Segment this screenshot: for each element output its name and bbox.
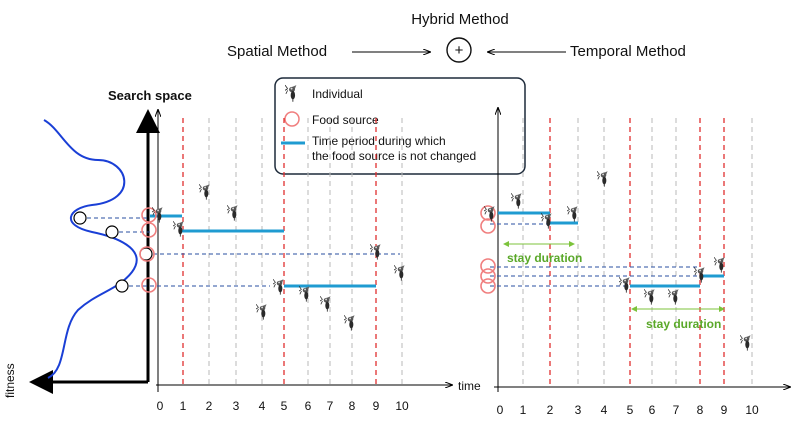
svg-text:+: + [455,42,464,59]
right-tick-3: 3 [575,403,582,417]
stay-duration-label-1: stay duration [507,251,582,265]
fitness-landscape-curve [43,119,138,379]
left-individuals [152,183,405,331]
left-tick-10: 10 [395,399,409,413]
legend-individual: Individual [312,87,363,101]
search-space-label: Search space [108,88,192,103]
legend: Individual Food source Time period durin… [274,77,526,175]
plus-circle-icon: + [446,37,472,63]
left-tick-5: 5 [281,399,288,413]
right-tick-1: 1 [520,403,527,417]
time-label: time [458,379,481,393]
left-tick-2: 2 [206,399,213,413]
hybrid-method-title: Hybrid Method [411,11,509,28]
right-tick-7: 7 [673,403,680,417]
left-food-sources [139,207,157,293]
right-tick-2: 2 [547,403,554,417]
left-tick-8: 8 [349,399,356,413]
fitness-label: fitness [3,363,17,398]
right-time-ticks: 0 1 2 3 4 5 6 7 8 9 10 [497,403,759,417]
left-time-ticks: 0 1 2 3 4 5 6 7 8 9 10 [157,399,409,413]
food-source-icon [284,111,300,127]
left-tick-7: 7 [327,399,334,413]
right-tick-8: 8 [697,403,704,417]
right-food-sources [480,205,496,294]
right-tick-0: 0 [497,403,504,417]
right-tick-4: 4 [601,403,608,417]
temporal-method-label: Temporal Method [570,43,686,60]
legend-time-period-line1: Time period during which [312,134,446,148]
stay-duration-label-2: stay duration [646,317,721,331]
right-tick-10: 10 [745,403,759,417]
right-tick-9: 9 [721,403,728,417]
spatial-method-label: Spatial Method [227,43,327,60]
legend-food-source: Food source [312,113,379,127]
left-tick-0: 0 [157,399,164,413]
left-links [80,217,400,287]
left-tick-1: 1 [180,399,187,413]
left-tick-3: 3 [233,399,240,413]
right-tick-5: 5 [627,403,634,417]
right-time-bars [498,211,724,288]
left-tick-6: 6 [305,399,312,413]
left-tick-4: 4 [259,399,266,413]
left-tick-9: 9 [373,399,380,413]
right-tick-6: 6 [649,403,656,417]
left-time-bars [150,214,376,288]
legend-time-period-line2: the food source is not changed [312,149,476,163]
left-curve-points [73,211,153,293]
